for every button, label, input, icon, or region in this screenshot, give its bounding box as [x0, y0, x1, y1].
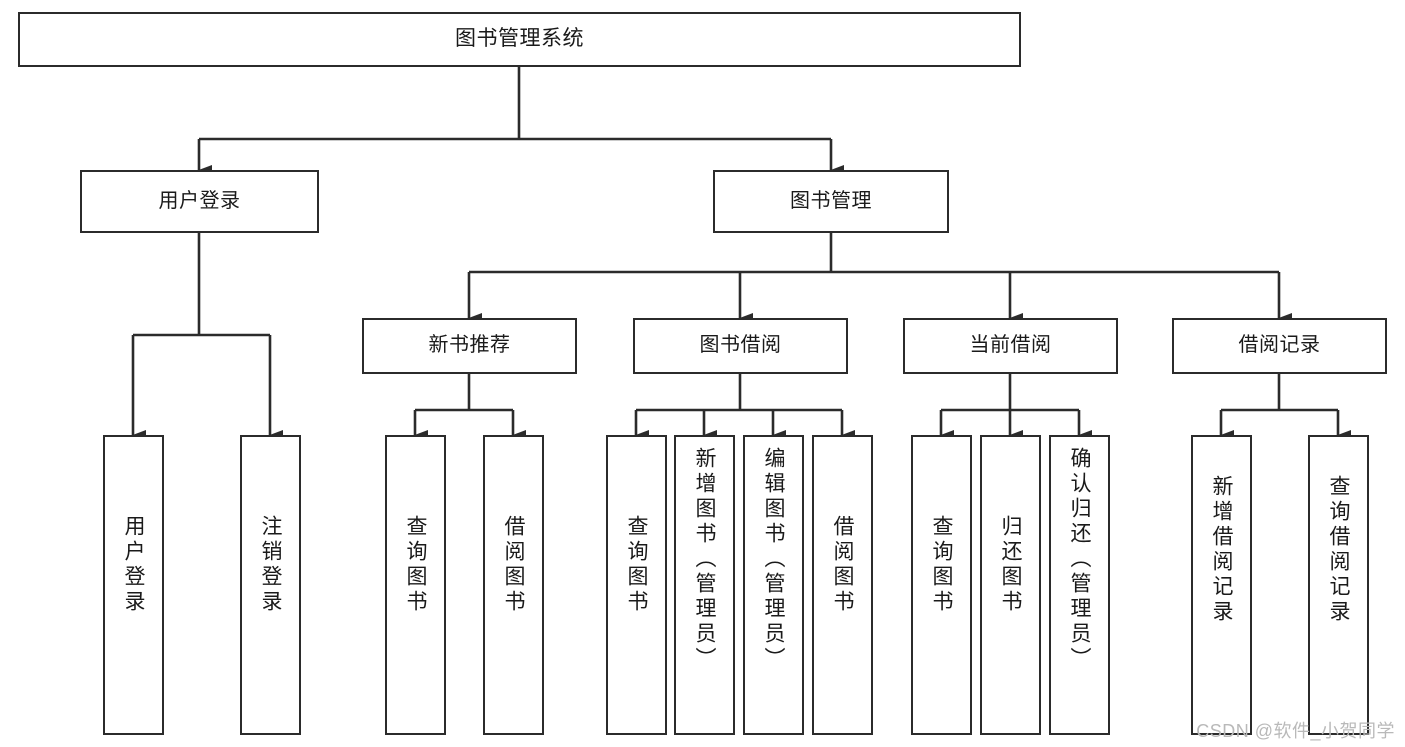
leaf-borrow-book[interactable]: 借阅图书 [812, 435, 873, 735]
node-label: 用户登录 [158, 189, 241, 212]
leaf-label: 新增借阅记录 [1210, 475, 1233, 625]
leaf-edit-book-admin[interactable]: 编辑图书（管理员） [743, 435, 804, 735]
node-borrow-record[interactable]: 借阅记录 [1172, 318, 1387, 374]
csdn-watermark: CSDN @软件_小贺同学 [1196, 721, 1395, 741]
leaf-label: 编辑图书（管理员） [762, 447, 785, 672]
node-book-borrow[interactable]: 图书借阅 [633, 318, 848, 374]
node-label: 新书推荐 [428, 334, 511, 357]
leaf-label: 新增图书（管理员） [693, 447, 716, 672]
node-label: 图书管理系统 [455, 27, 584, 51]
node-book-management-system[interactable]: 图书管理系统 [18, 12, 1021, 67]
leaf-add-book-admin[interactable]: 新增图书（管理员） [674, 435, 735, 735]
leaf-query-book-borrow[interactable]: 查询图书 [606, 435, 667, 735]
leaf-user-login[interactable]: 用户登录 [103, 435, 164, 735]
leaf-query-book-newbook[interactable]: 查询图书 [385, 435, 446, 735]
node-current-borrow[interactable]: 当前借阅 [903, 318, 1118, 374]
leaf-label: 查询借阅记录 [1327, 475, 1350, 625]
leaf-label: 借阅图书 [831, 515, 854, 615]
leaf-add-borrow-record[interactable]: 新增借阅记录 [1191, 435, 1252, 735]
leaf-label: 用户登录 [122, 515, 145, 615]
node-book-management[interactable]: 图书管理 [713, 170, 949, 233]
leaf-query-book-current[interactable]: 查询图书 [911, 435, 972, 735]
leaf-borrow-book-newbook[interactable]: 借阅图书 [483, 435, 544, 735]
node-label: 图书管理 [790, 189, 872, 212]
node-user-login[interactable]: 用户登录 [80, 170, 319, 233]
leaf-label: 确认归还（管理员） [1068, 447, 1091, 672]
leaf-logout[interactable]: 注销登录 [240, 435, 301, 735]
leaf-label: 查询图书 [404, 515, 427, 615]
leaf-label: 注销登录 [259, 515, 282, 615]
leaf-return-book[interactable]: 归还图书 [980, 435, 1041, 735]
node-label: 图书借阅 [699, 334, 782, 357]
leaf-confirm-return-admin[interactable]: 确认归还（管理员） [1049, 435, 1110, 735]
leaf-label: 查询图书 [625, 515, 648, 615]
node-label: 借阅记录 [1238, 334, 1321, 357]
node-new-book-recommend[interactable]: 新书推荐 [362, 318, 577, 374]
leaf-label: 查询图书 [930, 515, 953, 615]
node-label: 当前借阅 [969, 334, 1052, 357]
leaf-query-borrow-record[interactable]: 查询借阅记录 [1308, 435, 1369, 735]
leaf-label: 归还图书 [999, 515, 1022, 615]
leaf-label: 借阅图书 [502, 515, 525, 615]
